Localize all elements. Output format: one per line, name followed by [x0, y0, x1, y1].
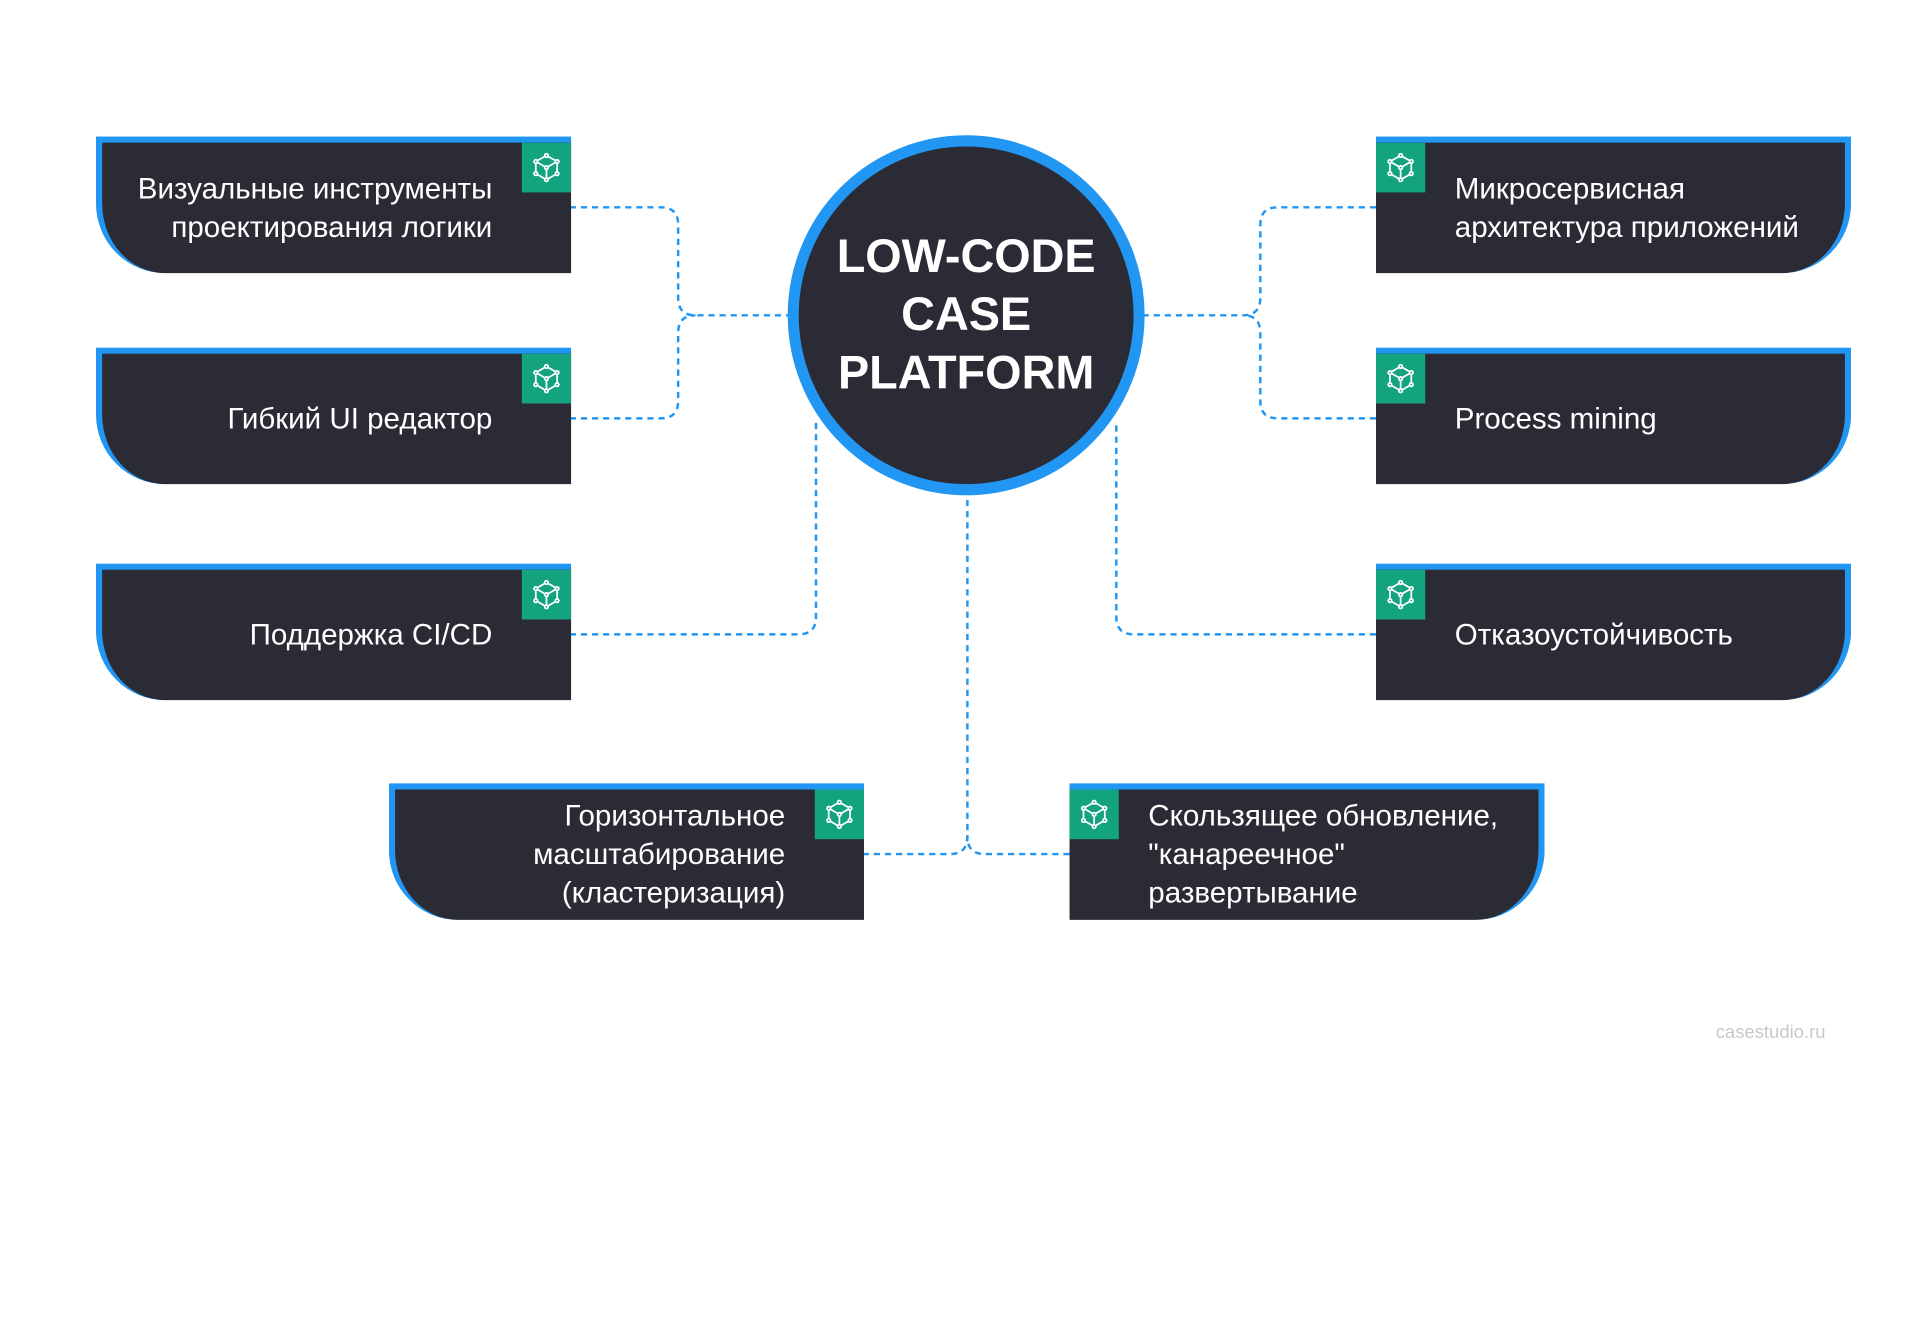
feature-badge: [521, 569, 572, 620]
feature-badge: [1375, 142, 1426, 193]
feature-label: Горизонтальное масштабирование (кластери…: [533, 799, 786, 910]
connector-fault-tolerance: [1115, 422, 1376, 636]
hub-title: LOW-CODE CASE PLATFORM: [836, 230, 1096, 400]
cube-network-icon: [533, 152, 560, 183]
feature-card-ui-editor: Гибкий UI редактор: [95, 347, 572, 485]
feature-card-cicd: Поддержка CI/CD: [95, 563, 572, 701]
cube-network-icon: [1080, 799, 1108, 830]
cube-network-icon: [1387, 579, 1414, 610]
watermark: casestudio.ru: [1715, 1021, 1826, 1043]
cube-network-icon: [1387, 363, 1414, 394]
cube-network-icon: [533, 363, 560, 394]
connector-cicd: [569, 422, 818, 636]
connector-microservices: [1143, 206, 1376, 317]
feature-card-rolling-update: Скользящее обновление, "канареечное" раз…: [1069, 783, 1545, 920]
feature-badge: [521, 142, 572, 193]
feature-badge: [1375, 569, 1426, 620]
feature-card-fault-tolerance: Отказоустойчивость: [1375, 563, 1852, 701]
feature-card-microservices: Микросервисная архитектура приложений: [1375, 136, 1852, 274]
feature-label: Поддержка CI/CD: [249, 618, 493, 652]
feature-label: Визуальные инструменты проектирования ло…: [137, 171, 493, 244]
cube-network-icon: [826, 799, 853, 830]
platform-hub-circle: LOW-CODE CASE PLATFORM: [787, 135, 1145, 496]
connector-rolling-update: [966, 836, 1070, 856]
feature-card-process-mining: Process mining: [1375, 347, 1852, 485]
connector-visual-tools: [569, 206, 789, 317]
cube-network-icon: [1387, 152, 1414, 183]
feature-label: Гибкий UI редактор: [227, 402, 493, 436]
connector-ui-editor: [569, 314, 696, 420]
feature-card-visual-tools: Визуальные инструменты проектирования ло…: [95, 136, 572, 274]
feature-label: Скользящее обновление, "канареечное" раз…: [1148, 799, 1499, 910]
feature-badge: [1069, 789, 1119, 840]
feature-label: Отказоустойчивость: [1454, 618, 1733, 652]
cube-network-icon: [533, 579, 560, 610]
feature-card-scaling: Горизонтальное масштабирование (кластери…: [388, 783, 864, 920]
connector-scaling: [862, 495, 969, 856]
feature-badge: [1375, 353, 1426, 404]
connector-lines: [569, 206, 1376, 856]
feature-badge: [521, 353, 572, 404]
feature-badge: [814, 789, 864, 840]
connector-process-mining: [1243, 314, 1376, 420]
feature-label: Process mining: [1454, 402, 1657, 436]
feature-label: Микросервисная архитектура приложений: [1454, 171, 1799, 244]
